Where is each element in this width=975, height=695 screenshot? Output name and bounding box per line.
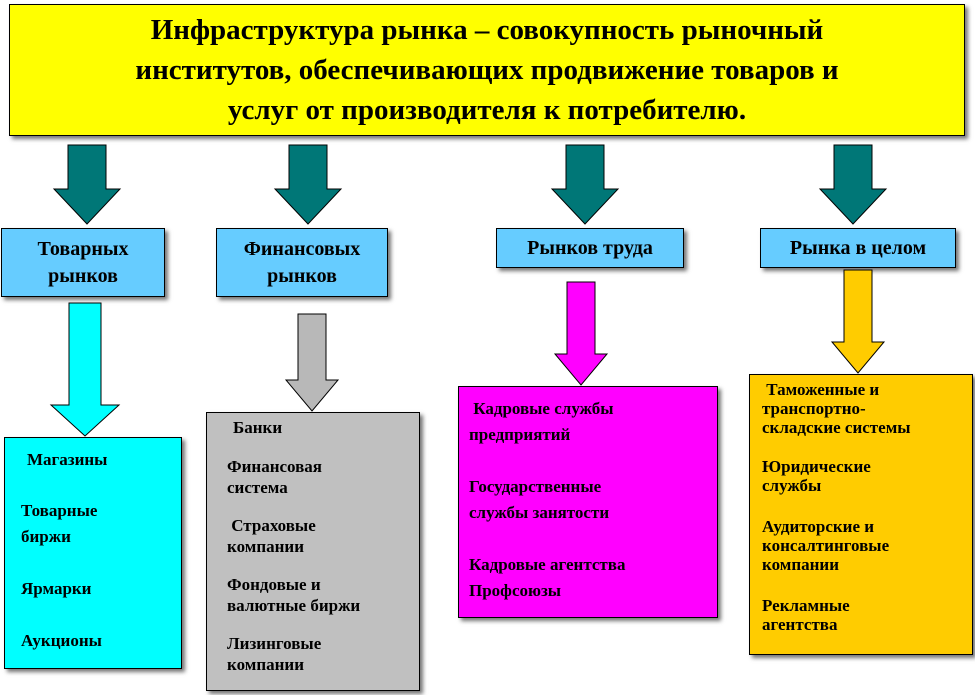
list-item: Финансовая (227, 457, 322, 476)
arrow-down-icon (553, 281, 609, 386)
list-item: службы (762, 476, 822, 495)
list-item: складские системы (762, 418, 911, 437)
title-text: Инфраструктура рынка – совокупность рыно… (135, 10, 838, 130)
arrow-down-icon (550, 144, 620, 225)
list-item: валютные биржи (227, 596, 361, 615)
list-item: Рекламные (762, 596, 850, 615)
list-item: Государственные (469, 477, 602, 496)
list-item: Фондовые и (227, 575, 321, 594)
category-label: Рынка в целом (789, 236, 927, 259)
arrow-down-icon (49, 302, 121, 437)
list-item: Лизинговые (227, 634, 322, 653)
list-item: компании (227, 537, 305, 556)
list-item: компании (762, 555, 840, 574)
category-market-overall: Рынка в целом (760, 228, 956, 268)
list-item: консалтинговые (762, 536, 890, 555)
list-item: транспортно- (762, 399, 866, 418)
list-item: компании (227, 655, 305, 674)
title-line-1: Инфраструктура рынка – совокупность рыно… (150, 14, 824, 46)
category-goods-markets: Товарных рынков (1, 228, 165, 297)
list-box-financial-markets: Банки Финансовая система Страховые компа… (206, 412, 420, 691)
arrow-down-icon (818, 144, 888, 225)
category-label: рынков (48, 264, 118, 287)
list-item: система (227, 478, 288, 497)
list-box-goods-markets: Магазины Товарные биржи Ярмарки Аукционы (4, 437, 182, 669)
list-item: Профсоюзы (469, 581, 562, 600)
category-labor-markets: Рынков труда (496, 228, 684, 268)
list-item: Аудиторские и (762, 517, 875, 536)
arrow-down-icon (284, 313, 340, 412)
title-box: Инфраструктура рынка – совокупность рыно… (9, 4, 965, 136)
list-box-market-overall: Таможенные и транспортно- складские сист… (749, 374, 973, 655)
list-item: Магазины (27, 450, 108, 469)
arrow-down-icon (830, 269, 886, 374)
category-label: Товарных (37, 237, 129, 260)
category-financial-markets: Финансовых рынков (216, 228, 388, 297)
category-label: рынков (267, 264, 337, 287)
list-item: агентства (762, 615, 838, 634)
arrow-down-icon (52, 144, 122, 225)
list-item: Банки (233, 418, 283, 437)
list-box-labor-markets: Кадровые службы предприятий Государствен… (458, 386, 718, 618)
category-label: Рынков труда (527, 236, 653, 259)
category-label: Финансовых (243, 237, 361, 260)
list-item: Кадровые службы (469, 399, 614, 418)
list-item: Аукционы (21, 631, 102, 650)
list-item: Страховые (227, 516, 316, 535)
list-item: биржи (21, 527, 71, 546)
list-item: Юридические (762, 457, 871, 476)
title-line-3: услуг от производителя к потребителю. (227, 94, 747, 126)
list-item: предприятий (469, 425, 571, 444)
title-line-2: институтов, обеспечивающих продвижение т… (135, 54, 839, 86)
list-item: Ярмарки (21, 579, 92, 598)
list-item: службы занятости (469, 503, 610, 522)
list-item: Таможенные и (762, 380, 880, 399)
arrow-down-icon (273, 144, 343, 225)
list-item: Кадровые агентства (469, 555, 626, 574)
list-item: Товарные (21, 501, 98, 520)
